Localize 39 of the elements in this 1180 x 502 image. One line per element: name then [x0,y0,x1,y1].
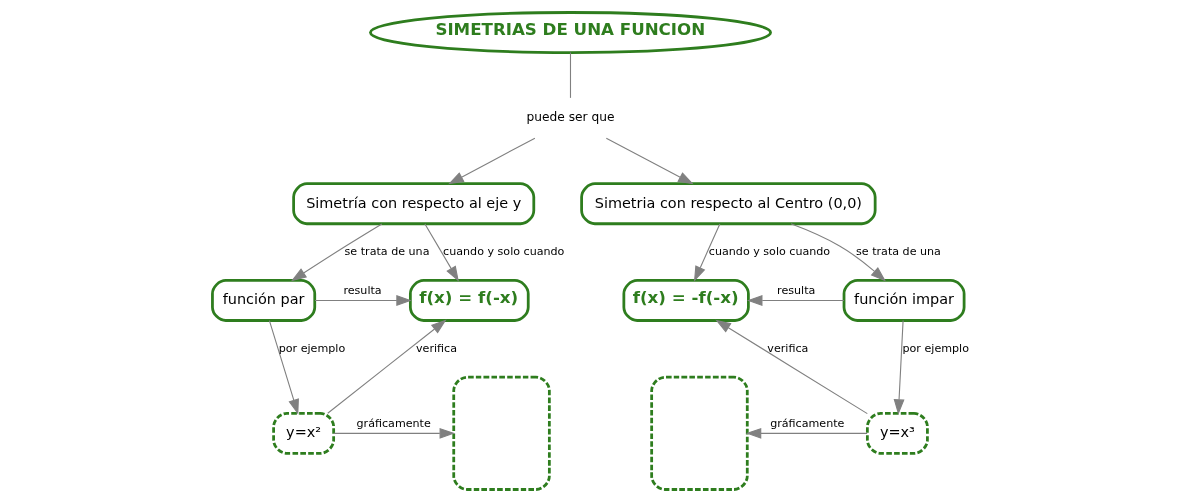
arrow [268,320,299,415]
arrow [326,319,447,414]
arrow [290,223,382,282]
node-box: f(x) = f(-x) [408,279,530,322]
edge-label: verifica [415,341,457,355]
node-box [451,375,551,491]
node-box: función impar [842,279,965,322]
edge-label: se trata de una [344,244,429,258]
arrow [447,137,535,185]
arrow [745,427,868,439]
edge-label: por ejemplo [902,341,969,355]
edge-label: gráficamente [356,416,431,430]
arrow [714,319,868,415]
node-ellipse: SIMETRIAS DE UNA FUNCION [368,11,772,54]
arrow [332,427,455,439]
arrow [313,295,412,306]
edge-label: cuando y solo cuando [442,244,564,258]
node-box: f(x) = -f(-x) [621,279,750,322]
arrow [693,223,720,282]
arrow [746,295,844,306]
node-text: puede ser que [525,110,614,125]
arrow [423,223,459,282]
arrow [893,320,905,415]
node-box: Simetría con respecto al eje y [291,182,535,226]
edge-label: gráficamente [769,416,844,430]
edge-label: verifica [766,341,808,355]
node-box: Simetria con respecto al Centro (0,0) [579,182,877,226]
edge-label: resulta [342,283,382,297]
edge-label: se trata de una [855,244,941,258]
node-box: función par [210,279,316,322]
edge-label: cuando y solo cuando [708,244,830,258]
edge-label: resulta [776,283,815,297]
node-box: y=x³ [865,411,929,455]
connector [569,52,571,99]
node-box: y=x² [271,411,335,455]
edge-label: por ejemplo [278,341,345,355]
arrow [789,223,886,282]
node-box [649,375,749,491]
arrow [605,137,694,185]
